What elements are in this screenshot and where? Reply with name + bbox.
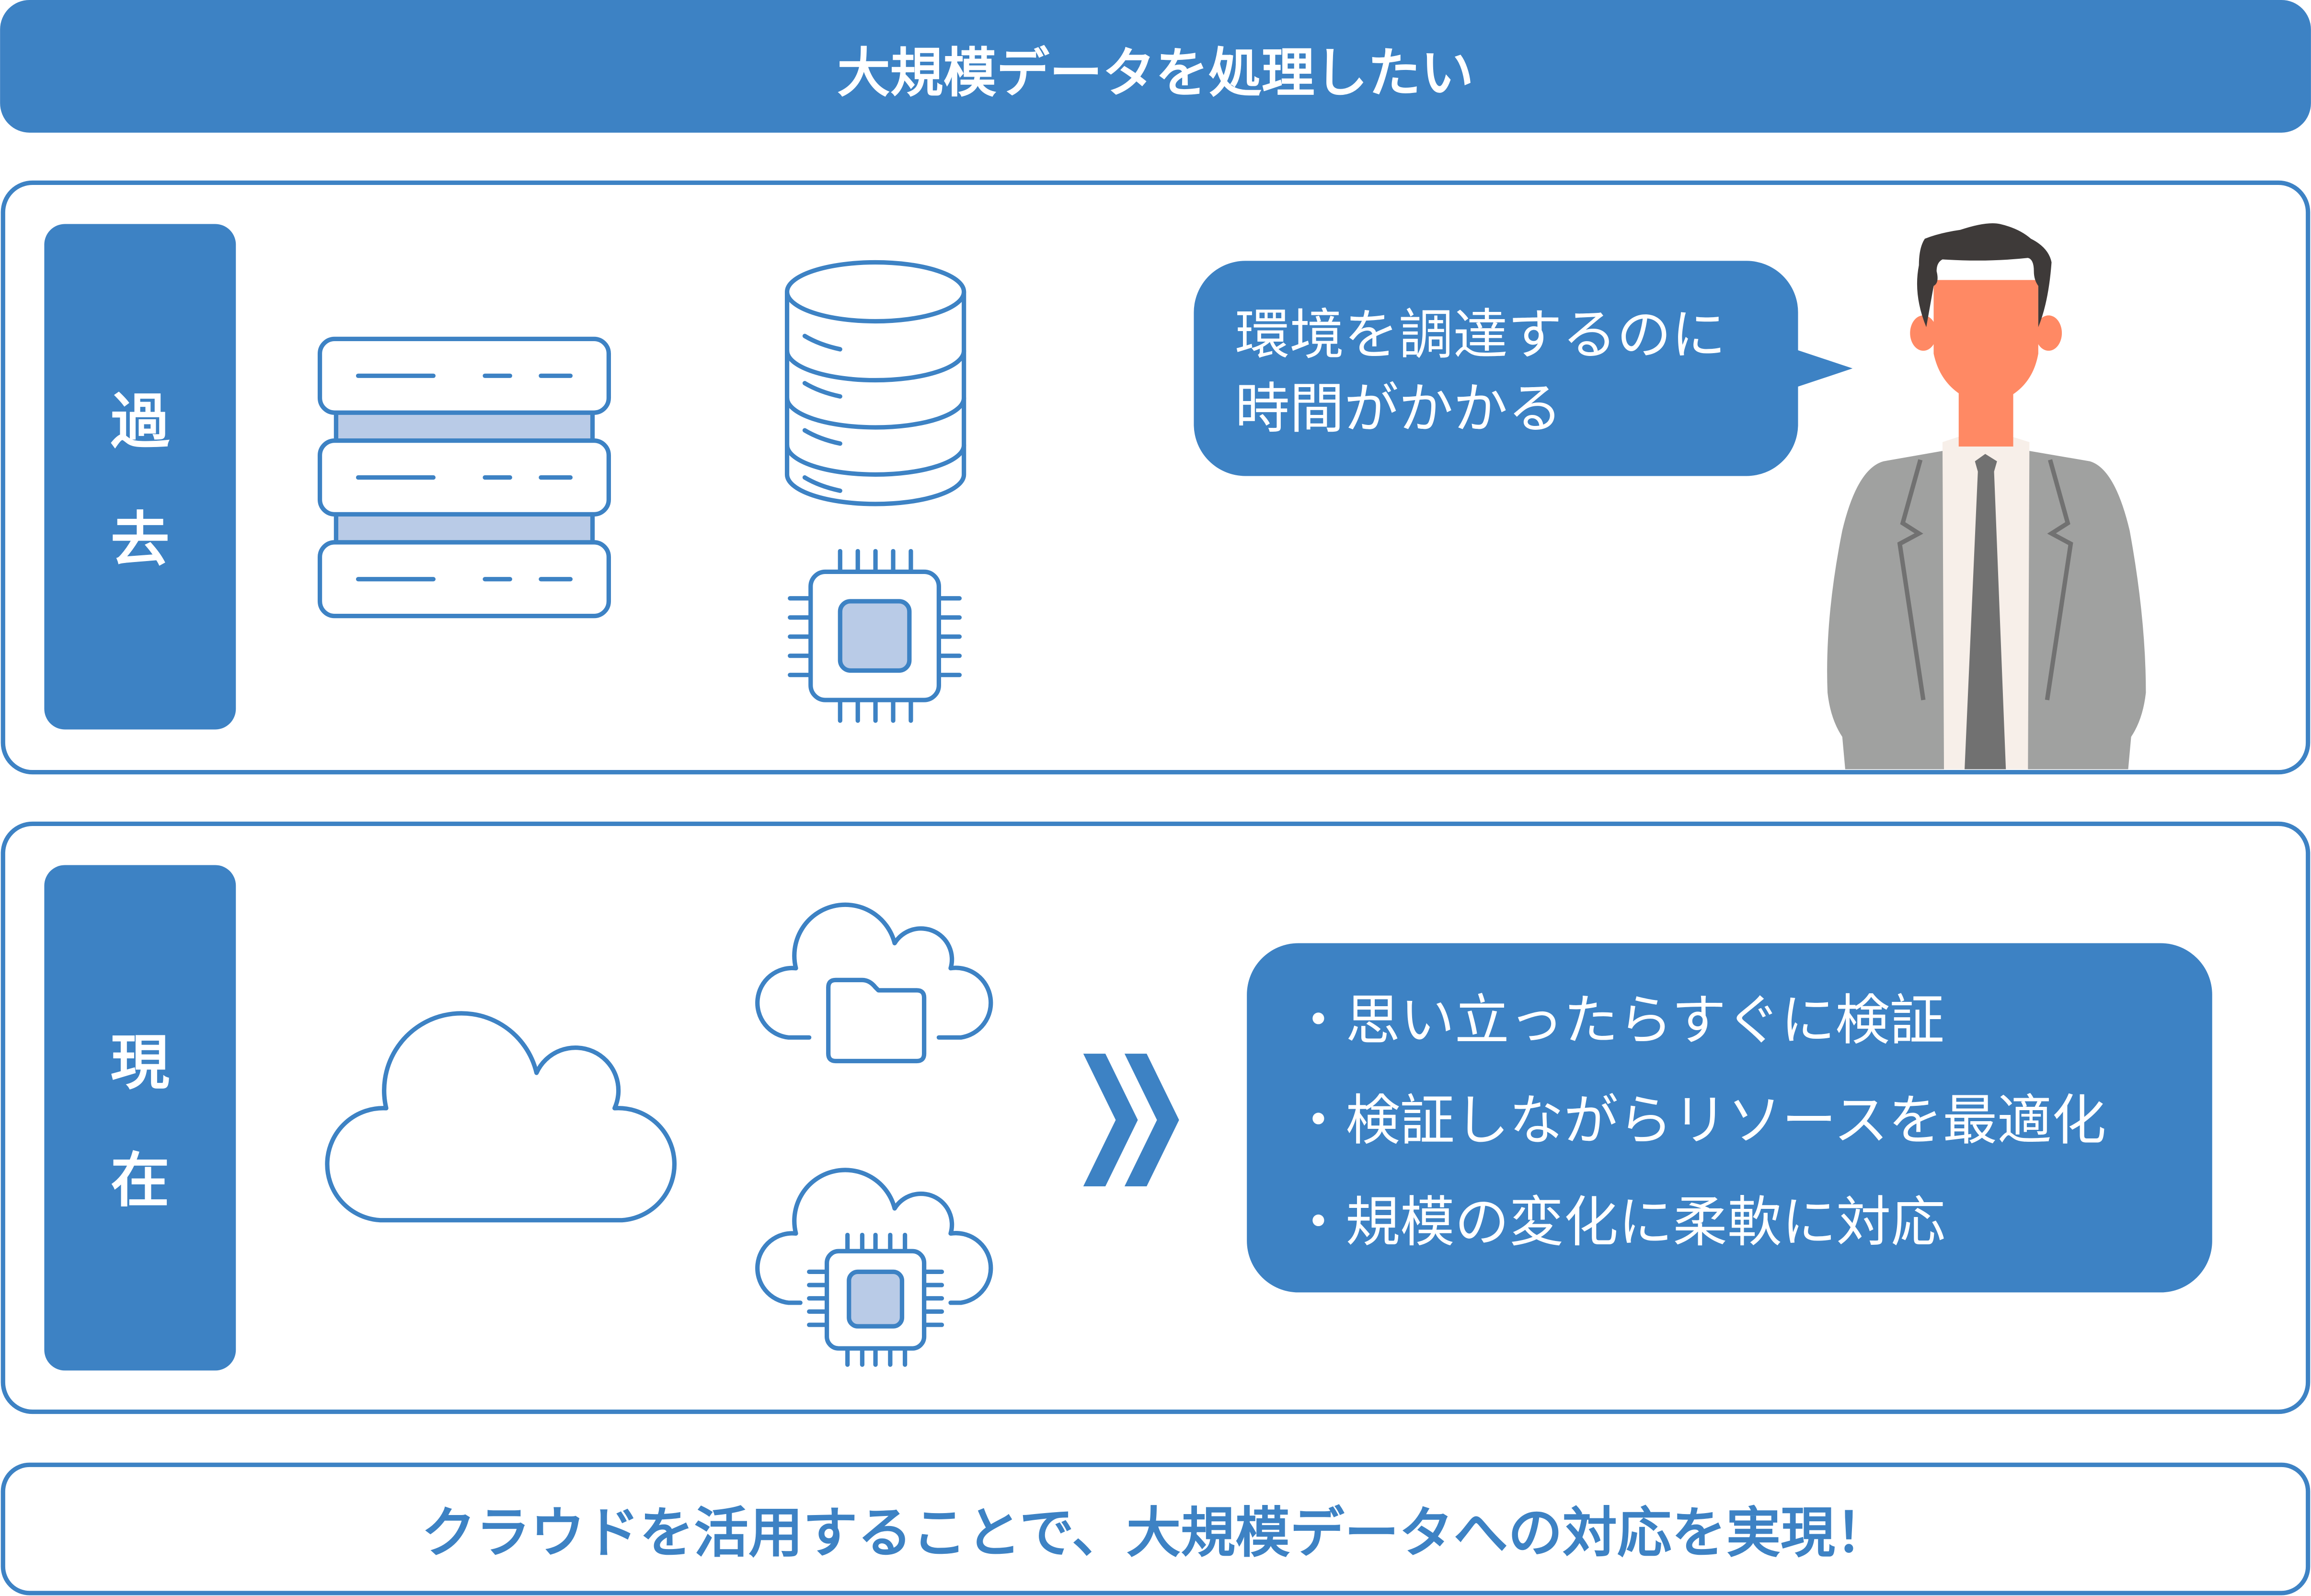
header-banner: 大規模データを処理したい (0, 0, 2311, 133)
double-chevron-right-icon (1083, 1054, 1179, 1186)
benefits-box: ・思い立ったらすぐに検証 ・検証しながらリソースを最適化 ・規模の変化に柔軟に対… (1247, 943, 2212, 1293)
past-label: 過 去 (44, 224, 236, 730)
past-label-char-1: 過 (111, 388, 170, 457)
present-panel: 現 在 ・思い立ったらすぐに検証 (0, 821, 2311, 1414)
present-label-char-1: 現 (111, 1029, 170, 1098)
cloud-chip-icon (755, 1168, 993, 1367)
conclusion-banner: クラウドを活用することで、大規模データへの対応を実現！ (0, 1462, 2311, 1596)
benefit-item: ・検証しながらリソースを最適化 (1291, 1089, 2106, 1152)
past-label-char-2: 去 (111, 506, 170, 574)
speech-line-1: 環境を調達するのに (1235, 303, 1726, 367)
database-icon (784, 260, 966, 506)
speech-bubble: 環境を調達するのに 時間がかかる (1194, 261, 1853, 476)
present-label-char-2: 在 (111, 1147, 170, 1216)
businessman-illustration (1827, 223, 2146, 769)
present-label: 現 在 (44, 865, 236, 1371)
header-title: 大規模データを処理したい (837, 43, 1474, 104)
conclusion-text: クラウドを活用することで、大規模データへの対応を実現！ (421, 1501, 1890, 1565)
cpu-chip-icon (788, 549, 962, 723)
server-rack-icon (317, 336, 611, 619)
past-panel: 過 去 (0, 180, 2311, 775)
benefit-item: ・規模の変化に柔軟に対応 (1291, 1190, 1945, 1254)
cloud-icon (325, 1011, 677, 1223)
cloud-folder-icon (755, 902, 993, 1064)
benefit-item: ・思い立ったらすぐに検証 (1291, 988, 1944, 1052)
speech-line-2: 時間がかかる (1235, 377, 1563, 440)
